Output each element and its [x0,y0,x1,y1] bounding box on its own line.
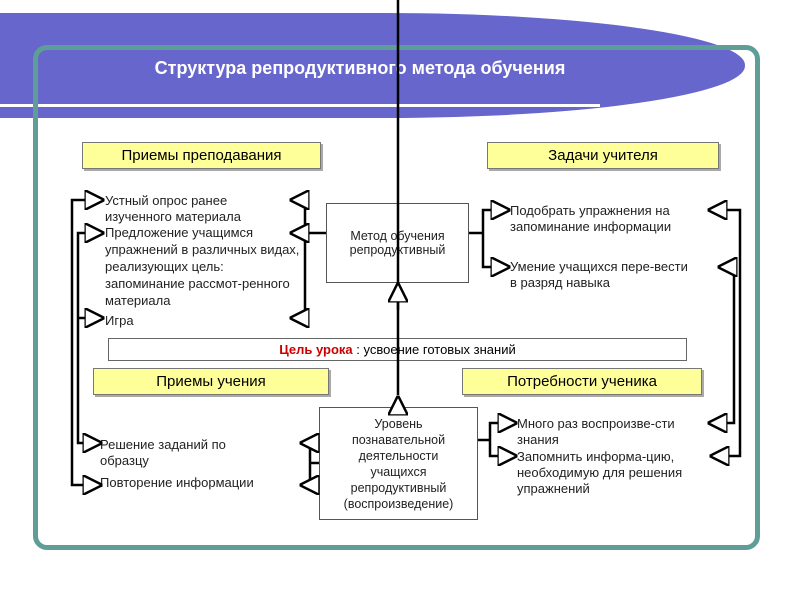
need-item: Запомнить информа-цию, необходимую для р… [517,449,683,496]
goal-label: Цель урока [279,342,353,357]
learning-item: Повторение информации [100,475,254,490]
header-tasks: Задачи учителя [487,142,719,169]
learning-item: Решение заданий по образцу [100,437,226,468]
connectors [70,0,742,600]
header-learning: Приемы учения [93,368,329,395]
page-title: Структура репродуктивного метода обучени… [154,58,566,78]
task-item: Подобрать упражнения на запоминание инфо… [510,203,672,234]
goal-text: : усвоение готовых знаний [352,342,516,357]
teaching-item: Предложение учащимся упражнений в различ… [105,225,300,308]
teaching-item: Устный опрос ранее изученного материала [105,193,241,224]
teaching-item: Игра [105,313,134,328]
level-box: Уровень познавательной деятельности учащ… [319,407,478,520]
frame [33,45,760,550]
need-item: Много раз воспроизве-сти знания [517,416,675,447]
header-teaching: Приемы преподавания [82,142,321,169]
header-needs: Потребности ученика [462,368,702,395]
title-banner [0,13,745,118]
banner-line [0,104,600,107]
level-text: Уровень познавательной деятельности учащ… [343,416,454,511]
task-item: Умение учащихся пере-вести в разряд навы… [510,259,688,290]
